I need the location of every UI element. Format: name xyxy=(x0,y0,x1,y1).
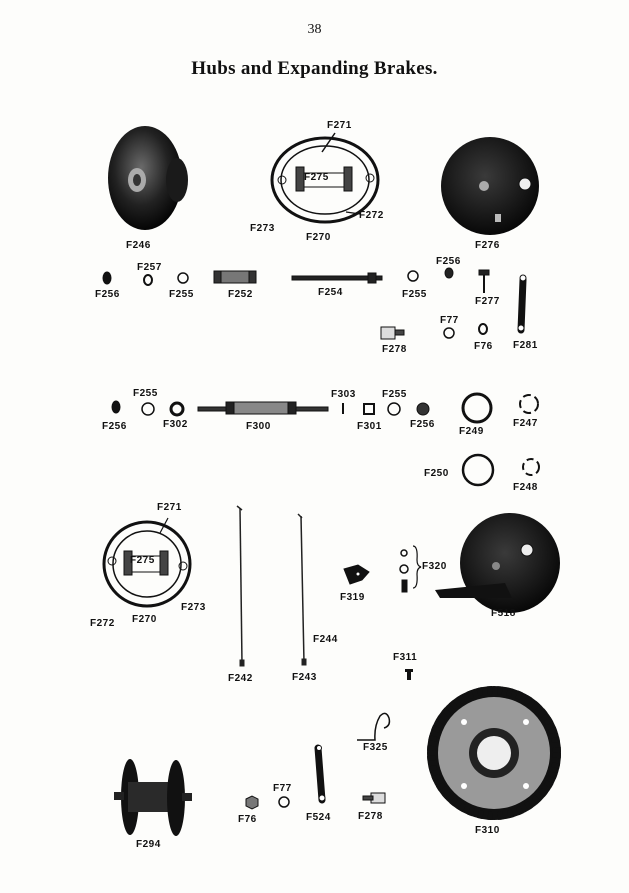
label-f250: F250 xyxy=(424,468,449,479)
spokes-drawing xyxy=(236,505,307,667)
label-f524: F524 xyxy=(306,812,331,823)
label-f270-top: F270 xyxy=(306,232,331,243)
label-f311: F311 xyxy=(393,652,418,663)
label-f302: F302 xyxy=(163,419,188,430)
brake-plate-f276-drawing xyxy=(441,137,539,235)
label-f325: F325 xyxy=(363,742,388,753)
label-f256-b: F256 xyxy=(436,256,461,267)
label-f255-b: F255 xyxy=(402,289,427,300)
hub-barrel-f294-drawing xyxy=(114,759,192,836)
spring-f325-drawing xyxy=(357,712,391,741)
label-f256-d: F256 xyxy=(410,419,435,430)
label-f303: F303 xyxy=(331,389,356,400)
cam-lever-parts-drawing xyxy=(343,545,422,593)
hub-drum-f246-drawing xyxy=(108,126,188,230)
label-f272-bottom: F272 xyxy=(90,618,115,629)
label-f271-bottom: F271 xyxy=(157,502,182,513)
sprocket-f310-drawing xyxy=(427,686,561,820)
label-f255-c: F255 xyxy=(133,388,158,399)
label-f275-top: F275 xyxy=(304,172,329,183)
label-f256-c: F256 xyxy=(102,421,127,432)
brake-shoe-assembly-bottom-drawing xyxy=(102,517,192,608)
label-f256-a: F256 xyxy=(95,289,120,300)
label-f246: F246 xyxy=(126,240,151,251)
row2-small-parts-drawing xyxy=(102,267,527,340)
label-f294: F294 xyxy=(136,839,161,850)
label-f276: F276 xyxy=(475,240,500,251)
label-f257: F257 xyxy=(137,262,162,273)
label-f273-top: F273 xyxy=(250,223,275,234)
page-title: Hubs and Expanding Brakes. xyxy=(191,58,438,79)
label-f252: F252 xyxy=(228,289,253,300)
label-f518: F518 xyxy=(491,608,516,619)
label-f275-bottom: F275 xyxy=(130,555,155,566)
label-f278-b: F278 xyxy=(358,811,383,822)
label-f254: F254 xyxy=(318,287,343,298)
label-f278-a: F278 xyxy=(382,344,407,355)
label-f255-a: F255 xyxy=(169,289,194,300)
label-f77-b: F77 xyxy=(273,783,292,794)
label-f270-bottom: F270 xyxy=(132,614,157,625)
label-f76-b: F76 xyxy=(238,814,257,825)
label-f271-top: F271 xyxy=(327,120,352,131)
label-f76-a: F76 xyxy=(474,341,493,352)
label-f255-d: F255 xyxy=(382,389,407,400)
label-f77-a: F77 xyxy=(440,315,459,326)
label-f272-top: F272 xyxy=(359,210,384,221)
label-f273-bottom: F273 xyxy=(181,602,206,613)
label-f248: F248 xyxy=(513,482,538,493)
label-f244: F244 xyxy=(313,634,338,645)
page-number: 38 xyxy=(307,22,322,37)
bolt-f311-drawing xyxy=(405,669,413,680)
label-f242: F242 xyxy=(228,673,253,684)
label-f301: F301 xyxy=(357,421,382,432)
label-f319: F319 xyxy=(340,592,365,603)
brake-shoe-assembly-top-drawing xyxy=(270,132,380,224)
row3-axle-parts-drawing xyxy=(111,392,540,487)
label-f277: F277 xyxy=(475,296,500,307)
label-f310: F310 xyxy=(475,825,500,836)
brake-plate-f518-drawing xyxy=(435,513,560,613)
label-f300: F300 xyxy=(246,421,271,432)
label-f249: F249 xyxy=(459,426,484,437)
label-f320: F320 xyxy=(422,561,447,572)
label-f281: F281 xyxy=(513,340,538,351)
bottom-small-parts-drawing xyxy=(245,744,386,810)
label-f247: F247 xyxy=(513,418,538,429)
label-f243: F243 xyxy=(292,672,317,683)
